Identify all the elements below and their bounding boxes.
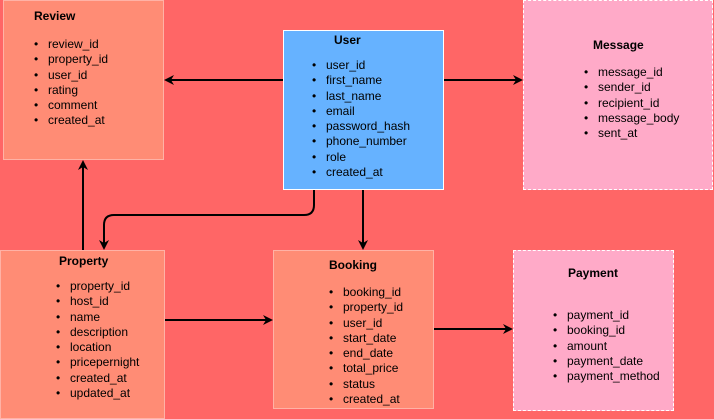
field-item: role [312,150,410,166]
field-item: rating [34,83,108,99]
field-list: user_id first_name last_name email passw… [312,58,410,181]
field-item: review_id [34,37,108,53]
field-list: booking_id property_id user_id start_dat… [329,285,403,408]
field-item: created_at [56,371,139,387]
entity-user[interactable]: User user_id first_name last_name email … [283,30,444,190]
field-item: start_date [329,331,403,347]
field-item: name [56,310,139,326]
field-item: user_id [312,58,410,74]
field-item: email [312,104,410,120]
field-list: review_id property_id user_id rating com… [34,37,108,129]
field-list: property_id host_id name description loc… [56,279,139,402]
field-item: first_name [312,73,410,89]
field-item: created_at [329,392,403,408]
entity-property[interactable]: Property property_id host_id name descri… [0,250,165,419]
field-item: location [56,340,139,356]
field-item: property_id [34,52,108,68]
field-item: status [329,377,403,393]
field-item: property_id [56,279,139,295]
field-item: property_id [329,300,403,316]
edge-user-property [99,190,315,250]
field-item: amount [553,339,660,355]
entity-message[interactable]: Message message_id sender_id recipient_i… [523,0,713,190]
field-item: total_price [329,361,403,377]
field-item: description [56,325,139,341]
field-item: payment_id [553,308,660,324]
field-item: phone_number [312,134,410,150]
field-item: password_hash [312,119,410,135]
entity-title: Booking [329,258,377,272]
field-item: booking_id [553,323,660,339]
field-item: created_at [312,165,410,181]
entity-title: Payment [568,266,619,280]
entity-payment[interactable]: Payment payment_id booking_id amount pay… [513,250,674,411]
field-item: booking_id [329,285,403,301]
field-item: recipient_id [584,96,679,112]
field-item: sent_at [584,126,679,142]
field-item: updated_at [56,386,139,402]
entity-title: Property [59,254,109,268]
field-item: last_name [312,89,410,105]
entity-review[interactable]: Review review_id property_id user_id rat… [3,0,164,160]
field-item: user_id [34,68,108,84]
field-item: payment_date [553,354,660,370]
field-list: message_id sender_id recipient_id messag… [584,65,679,142]
entity-title: User [334,33,361,47]
field-list: payment_id booking_id amount payment_dat… [553,308,660,385]
field-item: end_date [329,346,403,362]
field-item: pricepernight [56,355,139,371]
field-item: comment [34,98,108,114]
field-item: sender_id [584,80,679,96]
entity-booking[interactable]: Booking booking_id property_id user_id s… [273,250,434,409]
field-item: payment_method [553,369,660,385]
field-item: created_at [34,113,108,129]
field-item: message_id [584,65,679,81]
field-item: user_id [329,316,403,332]
entity-title: Review [34,9,76,23]
entity-title: Message [593,38,644,52]
field-item: host_id [56,294,139,310]
field-item: message_body [584,111,679,127]
